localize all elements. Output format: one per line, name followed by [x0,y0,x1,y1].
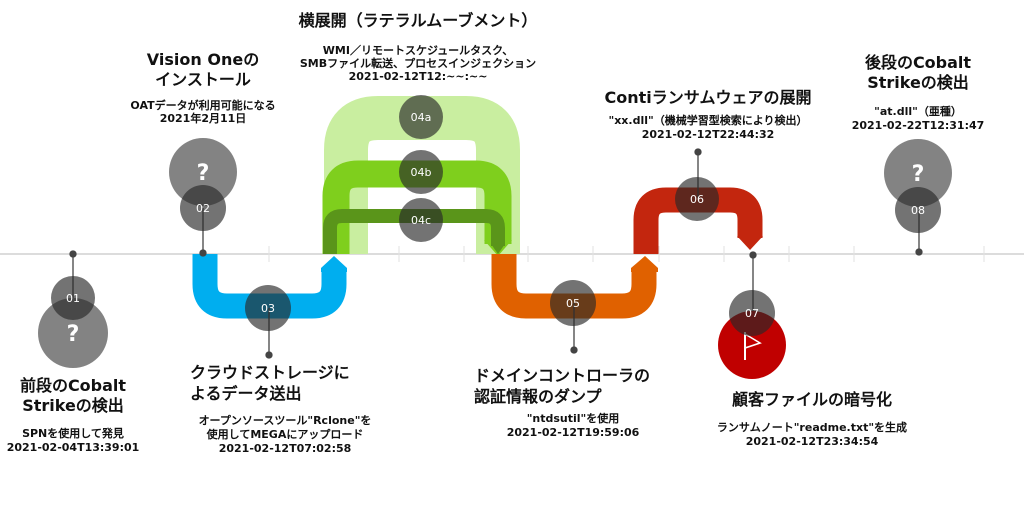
svg-text:2021-02-04T13:39:01: 2021-02-04T13:39:01 [7,441,140,454]
marker-04b: 04b [399,150,443,194]
svg-text:2021-02-12T07:02:58: 2021-02-12T07:02:58 [219,442,352,455]
svg-text:2021-02-12T19:59:06: 2021-02-12T19:59:06 [507,426,640,439]
svg-text:クラウドストレージに: クラウドストレージに [190,363,350,382]
axis-ticks [268,246,985,262]
svg-text:ランサムノート"readme.txt"を生成: ランサムノート"readme.txt"を生成 [717,420,907,434]
svg-text:03: 03 [261,302,275,315]
svg-text:?: ? [67,322,80,347]
marker-07: 07 [729,290,775,336]
label-01: 前段のCobalt Strikeの検出 SPNを使用して発見 2021-02-0… [7,376,140,454]
label-02: Vision Oneの インストール OATデータが利用可能になる 2021年2… [130,50,275,125]
arrow-c [491,244,505,254]
marker-04a: 04a [399,95,443,139]
arrow-up-blue [321,256,347,272]
label-07: 顧客ファイルの暗号化 ランサムノート"readme.txt"を生成 2021-0… [717,390,907,448]
marker-08: 08 [895,187,941,233]
svg-text:08: 08 [911,204,925,217]
svg-text:Strikeの検出: Strikeの検出 [867,73,969,92]
question-icon: ? [38,298,108,368]
svg-text:01: 01 [66,292,80,305]
question-icon: ? [884,139,952,207]
marker-01: 01 [51,276,95,320]
svg-text:後段のCobalt: 後段のCobalt [865,53,971,72]
marker-02: 02 [180,185,226,231]
marker-05: 05 [550,280,596,326]
svg-text:?: ? [912,162,925,187]
label-05: ドメインコントローラの 認証情報のダンプ "ntdsutil"を使用 2021-… [474,366,650,439]
question-icon: ? [169,138,237,206]
arrow-down-red [737,236,763,250]
svg-text:?: ? [197,161,210,186]
arrow-up-orange [631,256,658,272]
svg-text:Vision Oneの: Vision Oneの [147,50,259,69]
svg-text:02: 02 [196,202,210,215]
svg-text:顧客ファイルの暗号化: 顧客ファイルの暗号化 [732,390,892,409]
svg-text:04c: 04c [411,214,431,227]
svg-text:前段のCobalt: 前段のCobalt [20,376,126,395]
svg-text:"at.dll"（亜種）: "at.dll"（亜種） [874,104,962,118]
label-06: Contiランサムウェアの展開 "xx.dll"（機械学習型検索により検出） 2… [605,88,812,141]
marker-03: 03 [245,285,291,331]
svg-text:05: 05 [566,297,580,310]
svg-text:04b: 04b [411,166,432,179]
svg-text:2021-02-12T23:34:54: 2021-02-12T23:34:54 [746,435,879,448]
svg-text:2021-02-22T12:31:47: 2021-02-22T12:31:47 [852,119,985,132]
svg-text:オープンソースツール"Rclone"を: オープンソースツール"Rclone"を [199,413,372,427]
marker-04c: 04c [399,198,443,242]
label-08: 後段のCobalt Strikeの検出 "at.dll"（亜種） 2021-02… [852,53,985,132]
svg-text:OATデータが利用可能になる: OATデータが利用可能になる [130,98,275,112]
svg-text:"xx.dll"（機械学習型検索により検出）: "xx.dll"（機械学習型検索により検出） [608,113,807,127]
svg-text:"ntdsutil"を使用: "ntdsutil"を使用 [527,411,620,425]
svg-text:04a: 04a [411,111,432,124]
svg-text:Contiランサムウェアの展開: Contiランサムウェアの展開 [605,88,812,107]
svg-text:横展開（ラテラルムーブメント）: 横展開（ラテラルムーブメント） [299,11,538,30]
marker-06: 06 [675,177,719,221]
svg-text:06: 06 [690,193,704,206]
svg-text:認証情報のダンプ: 認証情報のダンプ [474,387,603,406]
svg-text:よるデータ送出: よるデータ送出 [190,384,302,403]
label-04: 横展開（ラテラルムーブメント） WMI／リモートスケジュールタスク、 SMBファ… [299,11,538,83]
svg-text:Strikeの検出: Strikeの検出 [22,396,124,415]
svg-text:SPNを使用して発見: SPNを使用して発見 [22,426,124,440]
svg-text:2021-02-12T22:44:32: 2021-02-12T22:44:32 [642,128,775,141]
svg-text:07: 07 [745,307,759,320]
svg-text:インストール: インストール [155,70,251,89]
svg-text:使用してMEGAにアップロード: 使用してMEGAにアップロード [206,427,364,441]
svg-text:2021年2月11日: 2021年2月11日 [160,111,247,125]
svg-text:SMBファイル転送、プロセスインジェクション: SMBファイル転送、プロセスインジェクション [300,56,536,70]
svg-text:2021-02-12T12:~~:~~: 2021-02-12T12:~~:~~ [349,70,488,83]
label-03: クラウドストレージに よるデータ送出 オープンソースツール"Rclone"を 使… [190,363,371,455]
svg-text:WMI／リモートスケジュールタスク、: WMI／リモートスケジュールタスク、 [323,44,513,57]
event-markers: 01 02 03 04a 04b 04c 05 06 07 08 [51,95,941,336]
svg-text:ドメインコントローラの: ドメインコントローラの [474,366,650,385]
